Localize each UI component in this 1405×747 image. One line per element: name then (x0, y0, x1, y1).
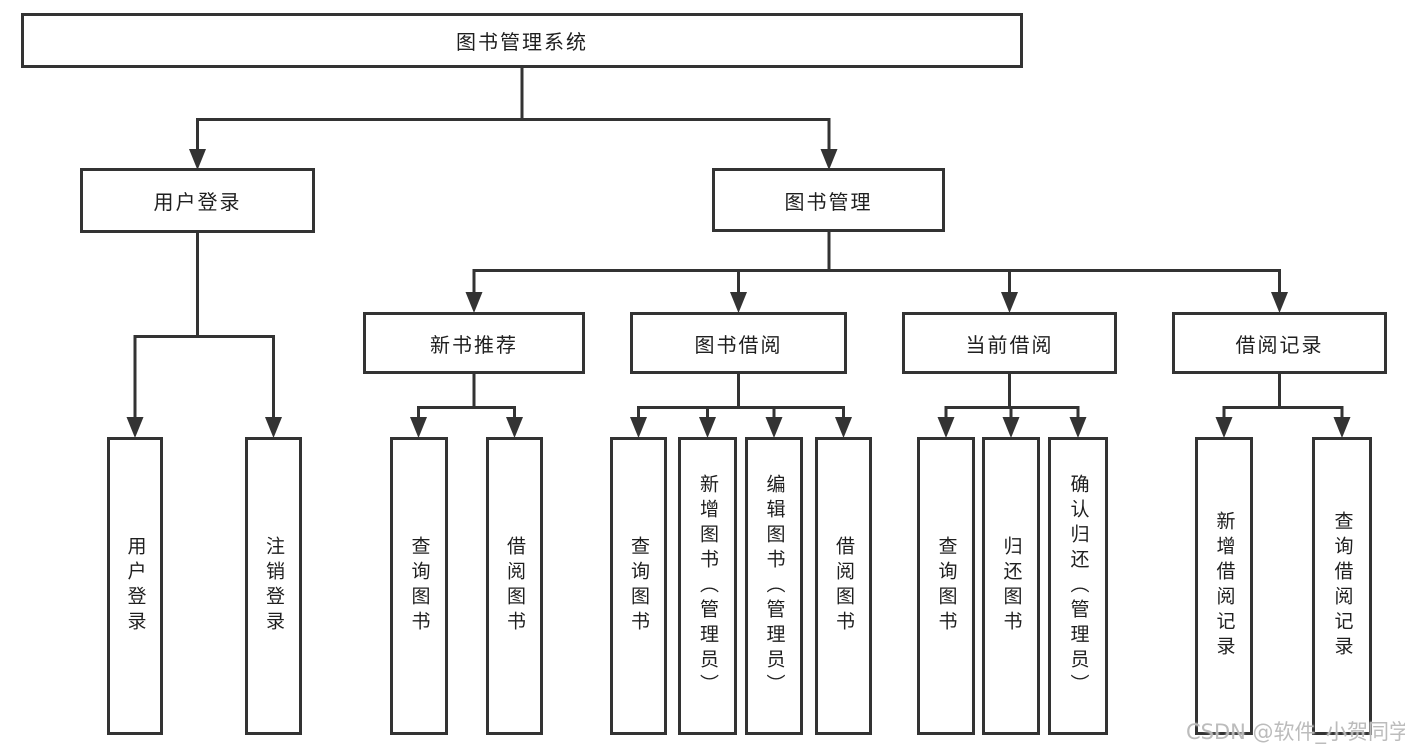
connector-bookmgmt-to-level3 (472, 232, 1281, 295)
connector-root-to-level2 (196, 68, 831, 150)
leaf-edit-books-admin: 编辑图书（管理员） (745, 437, 803, 735)
node-label: 查询图书 (408, 536, 431, 636)
connector-newbook-to-leaves (417, 374, 516, 420)
node-user-login: 用户登录 (80, 168, 315, 233)
node-label: 新增借阅记录 (1213, 511, 1236, 661)
leaf-query-books-recommend: 查询图书 (390, 437, 448, 735)
connector-userlogin-to-leaves (133, 233, 275, 420)
node-label: 当前借阅 (965, 332, 1054, 357)
leaf-return-books: 归还图书 (982, 437, 1040, 735)
csdn-watermark: CSDN @软件_小贺同学 (1186, 720, 1405, 744)
leaf-query-books-current: 查询图书 (917, 437, 975, 735)
leaf-borrow-books-recommend: 借阅图书 (486, 437, 543, 735)
node-label: 借阅记录 (1235, 332, 1324, 357)
leaf-logout: 注销登录 (245, 437, 302, 735)
leaf-add-borrow-record: 新增借阅记录 (1195, 437, 1253, 735)
leaf-borrow-books: 借阅图书 (815, 437, 872, 735)
node-label: 借阅图书 (504, 536, 526, 636)
leaf-confirm-return-admin: 确认归还（管理员） (1048, 437, 1108, 735)
node-current-borrowing: 当前借阅 (902, 312, 1117, 374)
node-label: 查询图书 (935, 536, 958, 636)
node-label: 编辑图书（管理员） (763, 473, 786, 699)
node-label: 注销登录 (263, 536, 285, 636)
node-label: 图书管理 (784, 189, 873, 214)
node-label: 新书推荐 (430, 332, 518, 357)
node-label: 图书管理系统 (456, 30, 588, 54)
node-library-management-system: 图书管理系统 (21, 13, 1023, 68)
node-label: 借阅图书 (833, 536, 855, 636)
node-label: 查询借阅记录 (1331, 511, 1354, 661)
connector-bookborrow-to-leaves (637, 374, 845, 420)
node-label: 确认归还（管理员） (1067, 473, 1090, 699)
leaf-query-books-borrow: 查询图书 (610, 437, 667, 735)
node-borrowing-records: 借阅记录 (1172, 312, 1387, 374)
node-new-book-recommend: 新书推荐 (363, 312, 585, 374)
node-book-borrowing: 图书借阅 (630, 312, 847, 374)
node-label: 归还图书 (1000, 536, 1023, 636)
leaf-query-borrow-record: 查询借阅记录 (1312, 437, 1372, 735)
leaf-user-login: 用户登录 (107, 437, 163, 735)
connector-currentborrow-to-leaves (944, 374, 1080, 420)
node-book-management: 图书管理 (712, 168, 945, 232)
node-label: 用户登录 (124, 536, 147, 636)
node-label: 用户登录 (153, 190, 242, 214)
leaf-add-books-admin: 新增图书（管理员） (678, 437, 737, 735)
node-label: 新增图书（管理员） (697, 473, 719, 699)
connector-records-to-leaves (1222, 374, 1344, 420)
node-label: 图书借阅 (694, 332, 783, 357)
arrowheads (126, 149, 1351, 438)
node-label: 查询图书 (628, 536, 650, 636)
